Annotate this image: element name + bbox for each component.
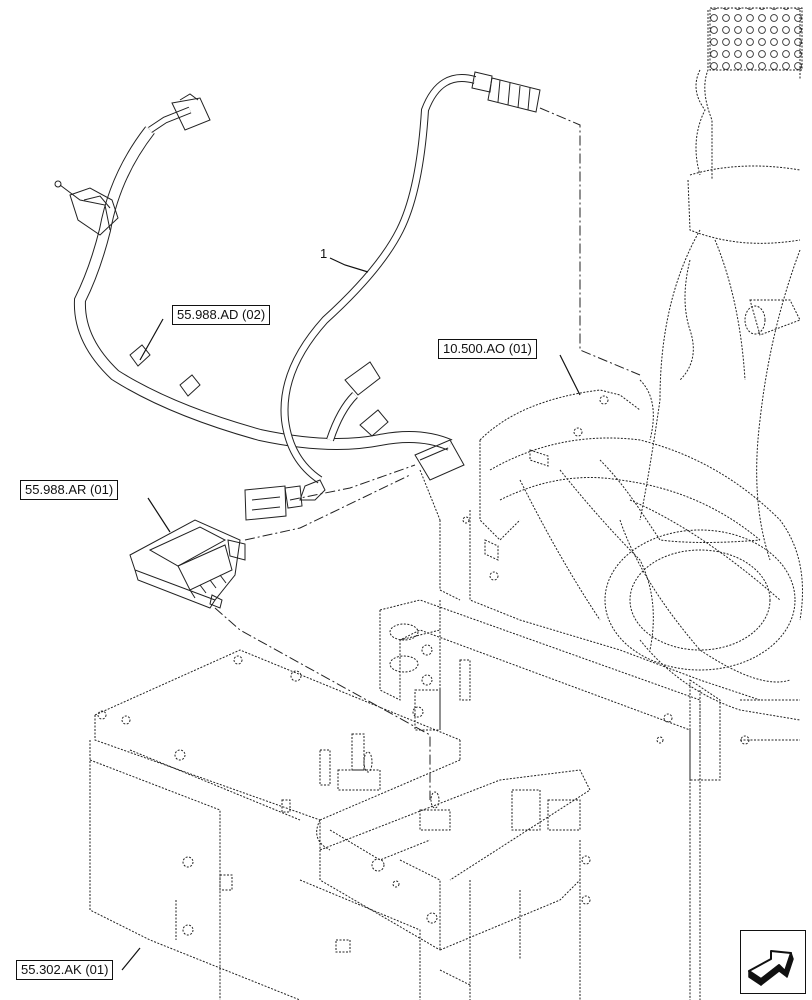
next-page-arrow-icon bbox=[748, 950, 794, 986]
control-module bbox=[129, 519, 246, 609]
ref-harness-ad[interactable]: 55.988.AD (02) bbox=[172, 305, 271, 325]
exhaust-stack bbox=[639, 7, 803, 561]
ref-frame-ao[interactable]: 10.500.AO (01) bbox=[438, 339, 537, 359]
wiring-harness bbox=[54, 93, 465, 481]
item-number-1: 1 bbox=[320, 246, 328, 261]
next-page-button[interactable] bbox=[740, 930, 806, 994]
ref-bracket-ak[interactable]: 55.302.AK (01) bbox=[16, 960, 114, 980]
engine-housing bbox=[419, 389, 803, 781]
mounting-bracket-assembly bbox=[89, 649, 591, 1000]
ref-module-ar[interactable]: 55.988.AR (01) bbox=[20, 480, 119, 500]
leader-lines bbox=[214, 107, 641, 800]
frame-rail bbox=[379, 599, 701, 1000]
connector-cable bbox=[244, 71, 541, 521]
callout-leaders bbox=[121, 257, 581, 971]
